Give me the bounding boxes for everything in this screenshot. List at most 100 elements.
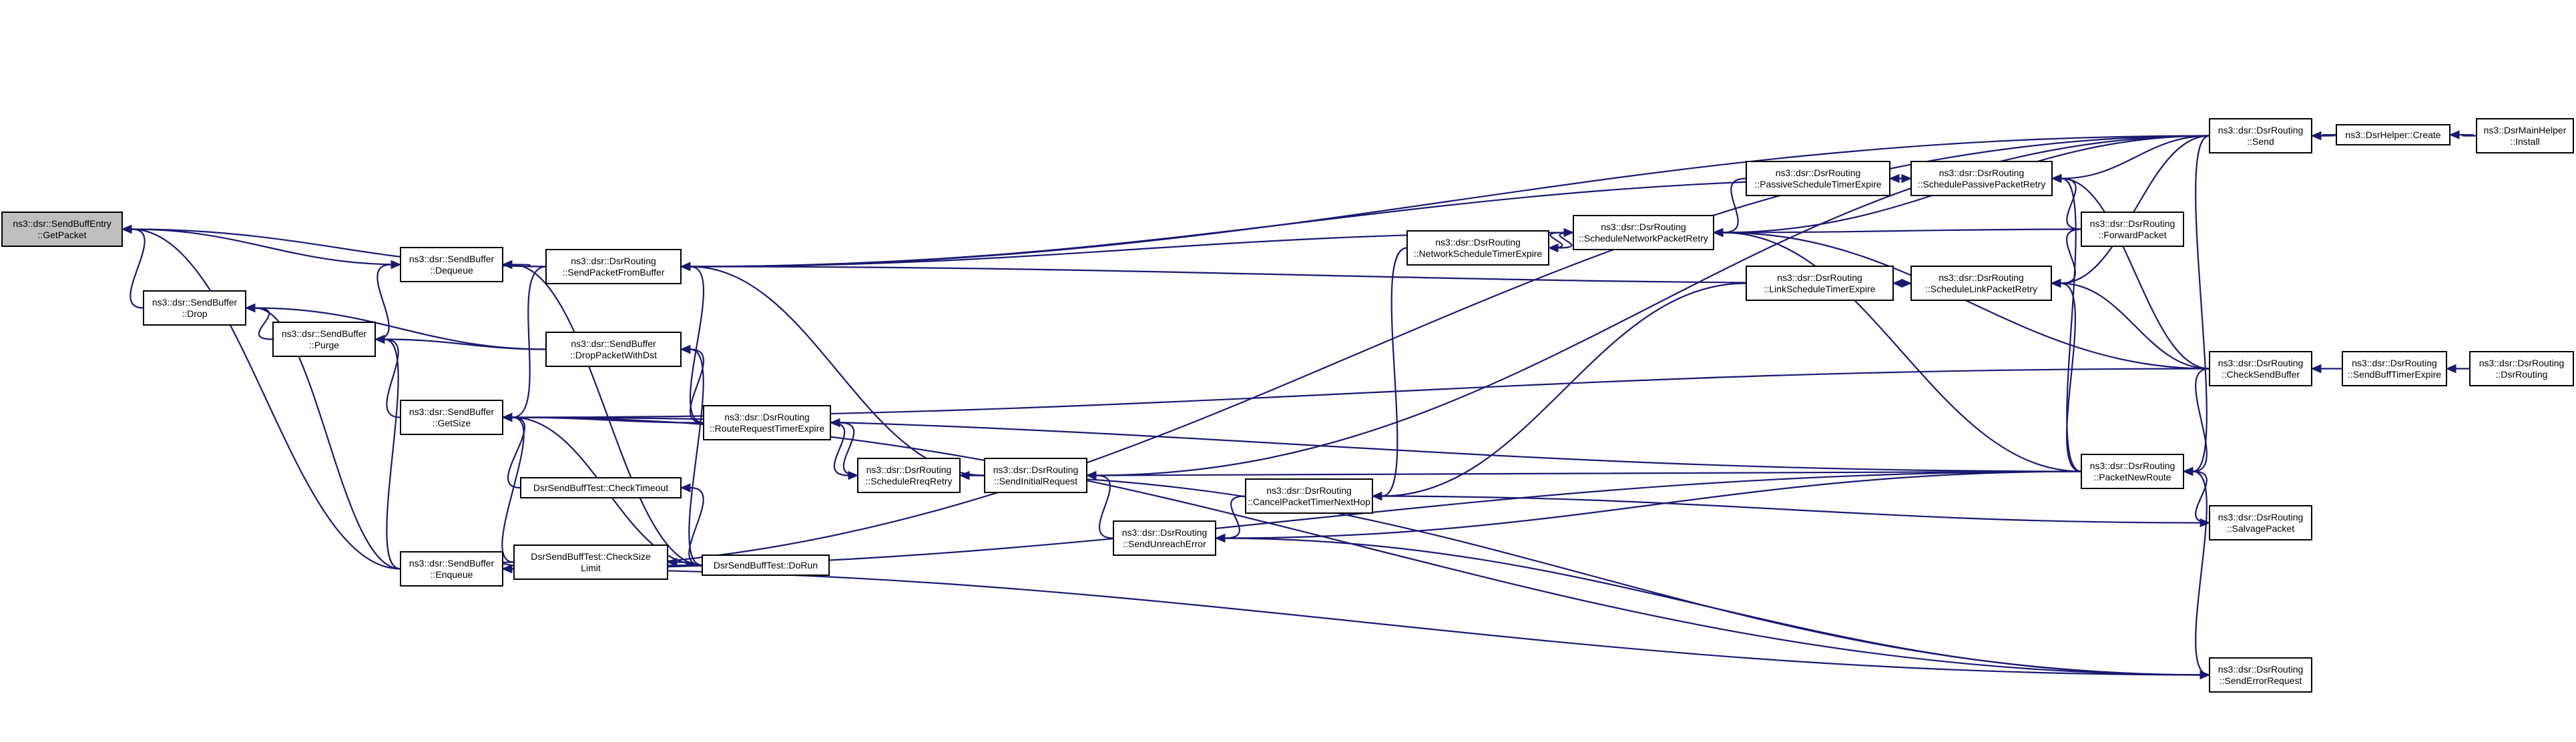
node-label: ns3::dsr::DsrRouting xyxy=(2479,358,2565,368)
node-label: ::LinkScheduleTimerExpire xyxy=(1764,284,1876,294)
arrowhead-icon xyxy=(244,303,256,313)
node-label: ::GetSize xyxy=(433,418,471,428)
node-label: ::CancelPacketTimerNextHop xyxy=(1248,496,1370,507)
node-senderrorrequest[interactable]: ns3::dsr::DsrRouting::SendErrorRequest xyxy=(2209,657,2312,693)
node-label: ns3::dsr::DsrRouting xyxy=(1122,527,1208,538)
arrowhead-icon xyxy=(666,557,678,567)
node-dequeue[interactable]: ns3::dsr::SendBuffer::Dequeue xyxy=(400,247,503,282)
arrowhead-icon xyxy=(680,262,691,272)
node-sendunreacherror[interactable]: ns3::dsr::DsrRouting::SendUnreachError xyxy=(1113,520,1216,556)
arrowhead-icon xyxy=(1901,173,1912,183)
edge-cancelpackettimernexthop-to-sendunreacherror xyxy=(1214,495,1246,543)
node-label: ns3::DsrMainHelper xyxy=(2484,125,2567,135)
node-networkscheduletimerexpire[interactable]: ns3::dsr::DsrRouting::NetworkScheduleTim… xyxy=(1406,230,1549,266)
arrowhead-icon xyxy=(2310,131,2322,141)
node-label: ::SendInitialRequest xyxy=(994,476,1077,486)
edge-dsrrouting-to-sendbufftimerexpire xyxy=(2445,364,2471,374)
node-droppacketwithdst[interactable]: ns3::dsr::SendBuffer::DropPacketWithDst xyxy=(545,332,682,367)
arrowhead-icon xyxy=(680,344,691,354)
node-label: ns3::dsr::SendBuffer xyxy=(282,328,367,339)
node-schedulerreqretry[interactable]: ns3::dsr::DsrRouting::ScheduleRreqRetry xyxy=(857,458,961,493)
node-checksendbuffer[interactable]: ns3::dsr::DsrRouting::CheckSendBuffer xyxy=(2209,351,2312,386)
node-helpercreate[interactable]: ns3::DsrHelper::Create xyxy=(2336,124,2451,145)
node-label: ::DropPacketWithDst xyxy=(570,350,657,360)
edge-packetnewroute-to-schedulelinkpacketretry xyxy=(2050,278,2082,472)
node-cancelpackettimernexthop[interactable]: ns3::dsr::DsrRouting::CancelPacketTimerN… xyxy=(1245,478,1373,514)
node-label: ns3::dsr::DsrRouting xyxy=(2218,125,2304,135)
node-label: ns3::dsr::DsrRouting xyxy=(1435,237,1521,248)
node-schedulepassivepacketretry[interactable]: ns3::dsr::DsrRouting::SchedulePassivePac… xyxy=(1910,161,2053,196)
edge-droppacketwithdst-to-purge xyxy=(374,334,547,350)
arrowhead-icon xyxy=(2310,364,2322,374)
node-label: ns3::dsr::DsrRouting xyxy=(1939,272,2024,283)
edge-passivescheduletimerexpire-to-schedulepassivepacketretry xyxy=(1888,173,1912,183)
node-label: ns3::dsr::SendBuffer xyxy=(409,254,495,264)
node-schedulelinkpacketretry[interactable]: ns3::dsr::DsrRouting::ScheduleLinkPacket… xyxy=(1910,266,2052,301)
node-mainhelperinstall[interactable]: ns3::DsrMainHelper::Install xyxy=(2476,118,2574,153)
edge-enqueue-to-getpacket xyxy=(121,224,401,570)
edge-dequeue-to-getpacket xyxy=(121,224,401,266)
node-label: ns3::dsr::DsrRouting xyxy=(1601,222,1686,232)
edge-passivescheduletimerexpire-to-schedulenetworkpacketretry xyxy=(1712,177,1747,238)
node-label: ns3::dsr::DsrRouting xyxy=(571,256,656,266)
node-dsrrouting[interactable]: ns3::dsr::DsrRouting::DsrRouting xyxy=(2469,351,2574,386)
node-label: ns3::dsr::DsrRouting xyxy=(1777,272,1862,283)
node-label: ::Install xyxy=(2510,136,2539,147)
arrowhead-icon xyxy=(2445,364,2457,374)
node-label: ns3::dsr::SendBuffEntry xyxy=(13,218,111,229)
edge-sendbufftimerexpire-to-checksendbuffer xyxy=(2310,364,2343,374)
edge-senderrorrequest-to-enqueue xyxy=(501,564,2210,676)
node-purge[interactable]: ns3::dsr::SendBuffer::Purge xyxy=(272,322,376,357)
node-routerequesttimerexpire[interactable]: ns3::dsr::DsrRouting::RouteRequestTimerE… xyxy=(703,405,831,440)
edge-dorun-to-dequeue xyxy=(501,260,703,567)
node-send[interactable]: ns3::dsr::DsrRouting::Send xyxy=(2209,118,2312,153)
node-sendinitialrequest[interactable]: ns3::dsr::DsrRouting::SendInitialRequest xyxy=(984,458,1087,493)
node-schedulenetworkpacketretry[interactable]: ns3::dsr::DsrRouting::ScheduleNetworkPac… xyxy=(1573,215,1714,250)
edge-drop-to-getpacket xyxy=(121,224,146,309)
edge-dorun-to-checktimeout xyxy=(680,483,704,567)
node-label: ns3::dsr::DsrRouting xyxy=(866,464,952,475)
arrowhead-icon xyxy=(680,483,691,492)
node-packetnewroute[interactable]: ns3::dsr::DsrRouting::PacketNewRoute xyxy=(2081,454,2184,489)
node-drop[interactable]: ns3::dsr::SendBuffer::Drop xyxy=(143,290,246,326)
node-getsize[interactable]: ns3::dsr::SendBuffer::GetSize xyxy=(400,400,503,435)
node-label: ::SendBuffTimerExpire xyxy=(2348,369,2441,380)
arrowhead-icon xyxy=(501,260,513,270)
edge-networkscheduletimerexpire-to-schedulenetworkpacketretry xyxy=(1548,228,1575,249)
node-label: ::ScheduleLinkPacketRetry xyxy=(1925,284,2037,294)
node-sendbufftimerexpire[interactable]: ns3::dsr::DsrRouting::SendBuffTimerExpir… xyxy=(2342,351,2447,386)
node-label: ::ForwardPacket xyxy=(2099,230,2167,240)
node-dorun[interactable]: DsrSendBuffTest::DoRun xyxy=(702,554,830,576)
edge-schedulelinkpacketretry-to-sendpacketfrombuffer xyxy=(680,262,1912,284)
arrowhead-icon xyxy=(1547,243,1559,253)
node-label: ::DsrRouting xyxy=(2496,369,2548,380)
edge-schedulepassivepacketretry-to-sendpacketfrombuffer xyxy=(680,177,1912,272)
node-label: ::NetworkScheduleTimerExpire xyxy=(1414,248,1543,259)
arrowhead-icon xyxy=(848,470,859,480)
node-enqueue[interactable]: ns3::dsr::SendBuffer::Enqueue xyxy=(400,551,503,587)
node-label: ::ScheduleRreqRetry xyxy=(866,476,953,486)
arrowhead-icon xyxy=(1085,470,1097,480)
node-linkscheduletimerexpire[interactable]: ns3::dsr::DsrRouting::LinkScheduleTimerE… xyxy=(1746,266,1894,301)
node-sendpacketfrombuffer[interactable]: ns3::dsr::DsrRouting::SendPacketFromBuff… xyxy=(545,249,682,284)
node-label: ::SendErrorRequest xyxy=(2220,675,2302,686)
node-label: ns3::dsr::DsrRouting xyxy=(2090,218,2175,229)
arrowhead-icon xyxy=(501,412,513,422)
node-forwardpacket[interactable]: ns3::dsr::DsrRouting::ForwardPacket xyxy=(2081,212,2184,247)
edge-packetnewroute-to-schedulepassivepacketretry xyxy=(2051,173,2082,472)
arrowhead-icon xyxy=(1901,278,1912,288)
node-label: ns3::dsr::DsrRouting xyxy=(2218,664,2304,675)
arrowhead-icon xyxy=(2051,173,2062,183)
arrowhead-icon xyxy=(1712,228,1724,238)
node-label: ns3::dsr::SendBuffer xyxy=(152,297,238,308)
node-passivescheduletimerexpire[interactable]: ns3::dsr::DsrRouting::PassiveScheduleTim… xyxy=(1746,161,1890,196)
edge-linkscheduletimerexpire-to-cancelpackettimernexthop xyxy=(1371,282,1747,501)
node-label: ::SendPacketFromBuffer xyxy=(562,267,664,278)
edge-helpercreate-to-send xyxy=(2310,131,2337,141)
arrowhead-icon xyxy=(501,564,513,574)
node-salvagepacket[interactable]: ns3::dsr::DsrRouting::SalvagePacket xyxy=(2209,505,2312,540)
node-checktimeout[interactable]: DsrSendBuffTest::CheckTimeout xyxy=(520,477,682,498)
node-getpacket[interactable]: ns3::dsr::SendBuffEntry::GetPacket xyxy=(1,212,123,247)
